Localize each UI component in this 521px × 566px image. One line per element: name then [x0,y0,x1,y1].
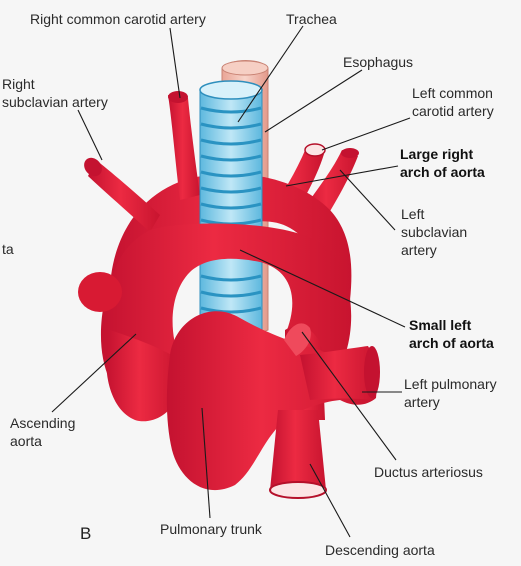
aortic-ring-body [100,223,352,384]
leader-trachea [237,25,304,123]
right-bulge-shape [78,272,122,312]
label-right-common-carotid: Right common carotid artery [30,11,206,27]
leader-pulmonary-trunk [201,407,211,519]
leader-large-right-arch [285,165,399,187]
leader-ascending-aorta [51,333,137,413]
label-ascending-aorta: Ascending aorta [10,415,76,449]
label-right-subclavian: Right subclavian artery [2,76,108,110]
right-subclavian-artery-shape [84,157,160,232]
leader-descending-aorta [309,463,351,538]
label-left-pulmonary: Left pulmonary artery [404,376,497,410]
label-descending-aorta: Descending aorta [325,542,435,558]
label-pulmonary-trunk: Pulmonary trunk [160,521,262,537]
leader-left-common-carotid [321,117,411,151]
ascending-aorta-shape [106,330,180,422]
label-small-left-arch: Small left arch of aorta [409,317,494,351]
descending-aorta-shape [269,410,327,499]
leader-small-left-arch [239,249,406,328]
leader-lines [51,25,411,538]
ductus-arteriosus-shape [284,323,311,356]
right-common-carotid-artery-shape [168,91,200,200]
leader-left-subclavian [339,169,396,231]
left-pulmonary-artery-shape [300,346,380,400]
leader-right-common-carotid [169,27,181,99]
leader-right-subclavian [77,109,103,161]
trachea-shape [199,80,263,331]
label-esophagus: Esophagus [343,54,414,70]
label-edge-fragment: ta [2,241,14,257]
label-left-subclavian: Left subclavian artery [401,206,468,258]
label-left-common-carotid: Left common carotid artery [412,85,494,119]
leader-esophagus [264,69,363,133]
label-large-right-arch: Large right arch of aorta [400,146,485,180]
leader-ductus [301,331,397,461]
label-trachea: Trachea [286,11,337,27]
panel-letter: B [80,524,92,543]
label-ductus-arteriosus: Ductus arteriosus [374,464,483,480]
large-right-arch-shape [109,173,352,310]
